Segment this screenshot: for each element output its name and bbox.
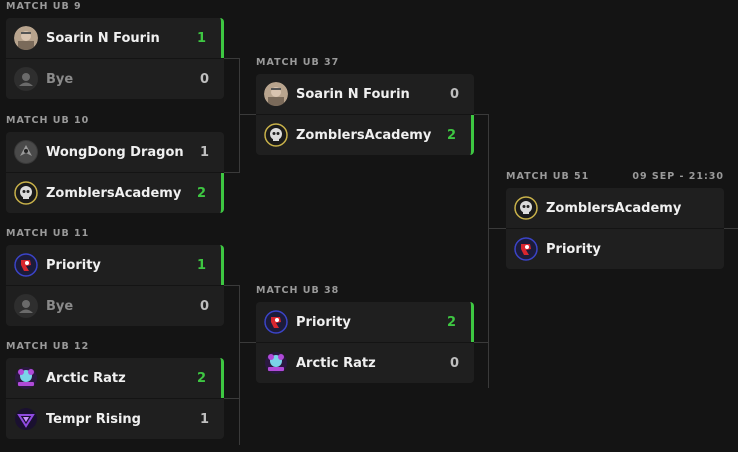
team-row[interactable]: Bye 0 [6,59,224,99]
connector-line [474,342,489,343]
team-name: Priority [296,314,351,330]
team-name: Priority [46,257,101,273]
team-score: 2 [447,127,457,143]
team-name: Soarin N Fourin [296,86,410,102]
match-header: MATCH UB 9 [6,1,224,15]
connector-line [474,114,489,115]
team-name: Bye [46,71,74,87]
photo-avatar-icon [14,26,38,50]
team-score: 1 [197,257,207,273]
match-label: MATCH UB 10 [6,115,90,126]
team-name: Arctic Ratz [296,355,376,371]
tempr-logo-icon [14,407,38,431]
connector-line [224,285,240,286]
team-row[interactable]: ZomblersAcademy 2 [256,115,474,155]
team-row[interactable]: Soarin N Fourin 1 [6,18,224,58]
team-name: Soarin N Fourin [46,30,160,46]
match-date: 09 SEP - 21:30 [632,171,724,182]
team-row[interactable]: ZomblersAcademy 2 [6,173,224,213]
team-name: Arctic Ratz [46,370,126,386]
match-header: MATCH UB 37 [256,57,474,71]
connector-line [224,58,240,59]
team-name: Priority [546,241,601,257]
priority-logo-icon [14,253,38,277]
zombie-skull-logo-icon [264,123,288,147]
connector-line [488,114,489,388]
priority-logo-icon [264,310,288,334]
team-row[interactable]: Soarin N Fourin 0 [256,74,474,114]
connector-line [488,228,506,229]
team-row[interactable]: Tempr Rising 1 [6,399,224,439]
zombie-skull-logo-icon [14,181,38,205]
dragon-logo-icon [14,140,38,164]
connector-line [724,228,738,229]
team-name: ZomblersAcademy [546,200,682,216]
match-label: MATCH UB 51 [506,171,590,182]
connector-line [239,342,256,343]
priority-logo-icon [514,237,538,261]
user-silhouette-icon [14,294,38,318]
team-score: 2 [197,370,207,386]
match-header: MATCH UB 38 [256,285,474,299]
team-row[interactable]: Arctic Ratz 0 [256,343,474,383]
team-score: 0 [450,355,460,371]
zombie-skull-logo-icon [514,196,538,220]
match-header: MATCH UB 11 [6,228,224,242]
arctic-ratz-logo-icon [264,351,288,375]
team-row[interactable]: Priority [506,229,724,269]
connector-line [239,58,240,173]
match-label: MATCH UB 38 [256,285,340,296]
match-header: MATCH UB 12 [6,341,224,355]
match-label: MATCH UB 37 [256,57,340,68]
team-row[interactable]: ZomblersAcademy [506,188,724,228]
team-row[interactable]: Priority 1 [6,245,224,285]
team-score: 2 [197,185,207,201]
match-header: MATCH UB 10 [6,115,224,129]
arctic-ratz-logo-icon [14,366,38,390]
team-score: 0 [450,86,460,102]
connector-line [224,172,240,173]
team-row[interactable]: Bye 0 [6,286,224,326]
team-name: Tempr Rising [46,411,141,427]
team-row[interactable]: WongDong Dragon 1 [6,132,224,172]
connector-line [239,285,240,445]
match-header: MATCH UB 51 09 SEP - 21:30 [506,171,724,185]
user-silhouette-icon [14,67,38,91]
connector-line [239,114,256,115]
team-score: 1 [200,411,210,427]
team-row[interactable]: Priority 2 [256,302,474,342]
team-name: WongDong Dragon [46,144,184,160]
team-name: Bye [46,298,74,314]
team-score: 1 [200,144,210,160]
team-name: ZomblersAcademy [296,127,432,143]
team-score: 1 [197,30,207,46]
team-score: 0 [200,298,210,314]
team-name: ZomblersAcademy [46,185,182,201]
connector-line [224,398,240,399]
team-score: 0 [200,71,210,87]
match-label: MATCH UB 12 [6,341,90,352]
team-score: 2 [447,314,457,330]
match-label: MATCH UB 9 [6,1,82,12]
match-label: MATCH UB 11 [6,228,90,239]
photo-avatar-icon [264,82,288,106]
team-row[interactable]: Arctic Ratz 2 [6,358,224,398]
